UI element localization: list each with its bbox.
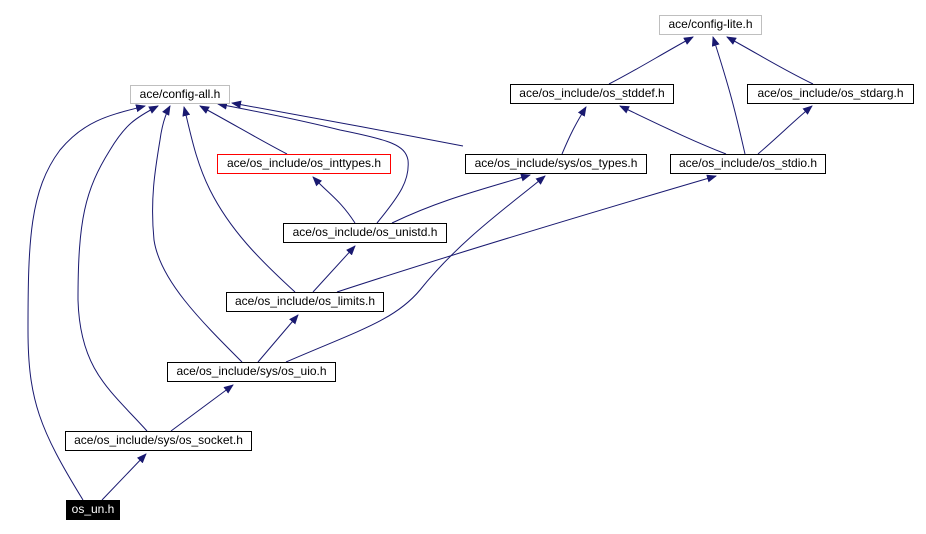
edge-os-unistd-to-os-inttypes: [312, 176, 356, 224]
node-config-lite[interactable]: ace/config-lite.h: [659, 15, 762, 35]
node-config-all[interactable]: ace/config-all.h: [130, 85, 230, 104]
edge-os-unistd-to-config-all: [217, 101, 409, 224]
edge-os-stddef-to-config-lite: [608, 36, 694, 85]
node-os-stdarg[interactable]: ace/os_include/os_stdarg.h: [747, 84, 914, 104]
node-os-inttypes[interactable]: ace/os_include/os_inttypes.h: [217, 154, 391, 174]
edge-os-stdio-to-os-stdarg: [757, 105, 813, 155]
node-os-unistd[interactable]: ace/os_include/os_unistd.h: [283, 223, 447, 243]
edge-os-stdio-to-config-lite: [711, 36, 746, 155]
edge-os-limits-to-os-unistd: [312, 245, 356, 293]
edge-os-limits-to-config-all: [182, 106, 296, 293]
edge-os-stdio-to-os-stddef: [619, 105, 727, 155]
edge-os-un-to-config-all: [27, 104, 146, 501]
edge-sys-os-uio-to-os-limits: [257, 314, 299, 363]
node-os-limits[interactable]: ace/os_include/os_limits.h: [226, 292, 384, 312]
node-sys-os-socket[interactable]: ace/os_include/sys/os_socket.h: [65, 431, 252, 451]
edge-os-unistd-to-sys-os-types: [391, 173, 531, 224]
edge-sys-os-socket-to-config-all: [77, 105, 159, 432]
edge-os-limits-to-os-stdio: [336, 174, 717, 293]
edge-os-stdarg-to-config-lite: [726, 36, 814, 85]
node-os-stddef[interactable]: ace/os_include/os_stddef.h: [510, 84, 674, 104]
edge-sys-os-uio-to-sys-os-types: [285, 175, 546, 363]
edge-sys-os-types-to-config-all: [231, 100, 464, 147]
node-os-stdio[interactable]: ace/os_include/os_stdio.h: [670, 154, 826, 174]
node-sys-os-types[interactable]: ace/os_include/sys/os_types.h: [465, 154, 647, 174]
edge-os-inttypes-to-config-all: [199, 105, 288, 155]
node-os-un-current: os_un.h: [66, 500, 120, 520]
edge-os-un-to-sys-os-socket: [101, 453, 147, 501]
edge-sys-os-types-to-os-stddef: [561, 106, 587, 155]
node-sys-os-uio[interactable]: ace/os_include/sys/os_uio.h: [167, 362, 336, 382]
edge-sys-os-uio-to-config-all: [152, 105, 243, 363]
edge-sys-os-socket-to-sys-os-uio: [170, 384, 234, 432]
